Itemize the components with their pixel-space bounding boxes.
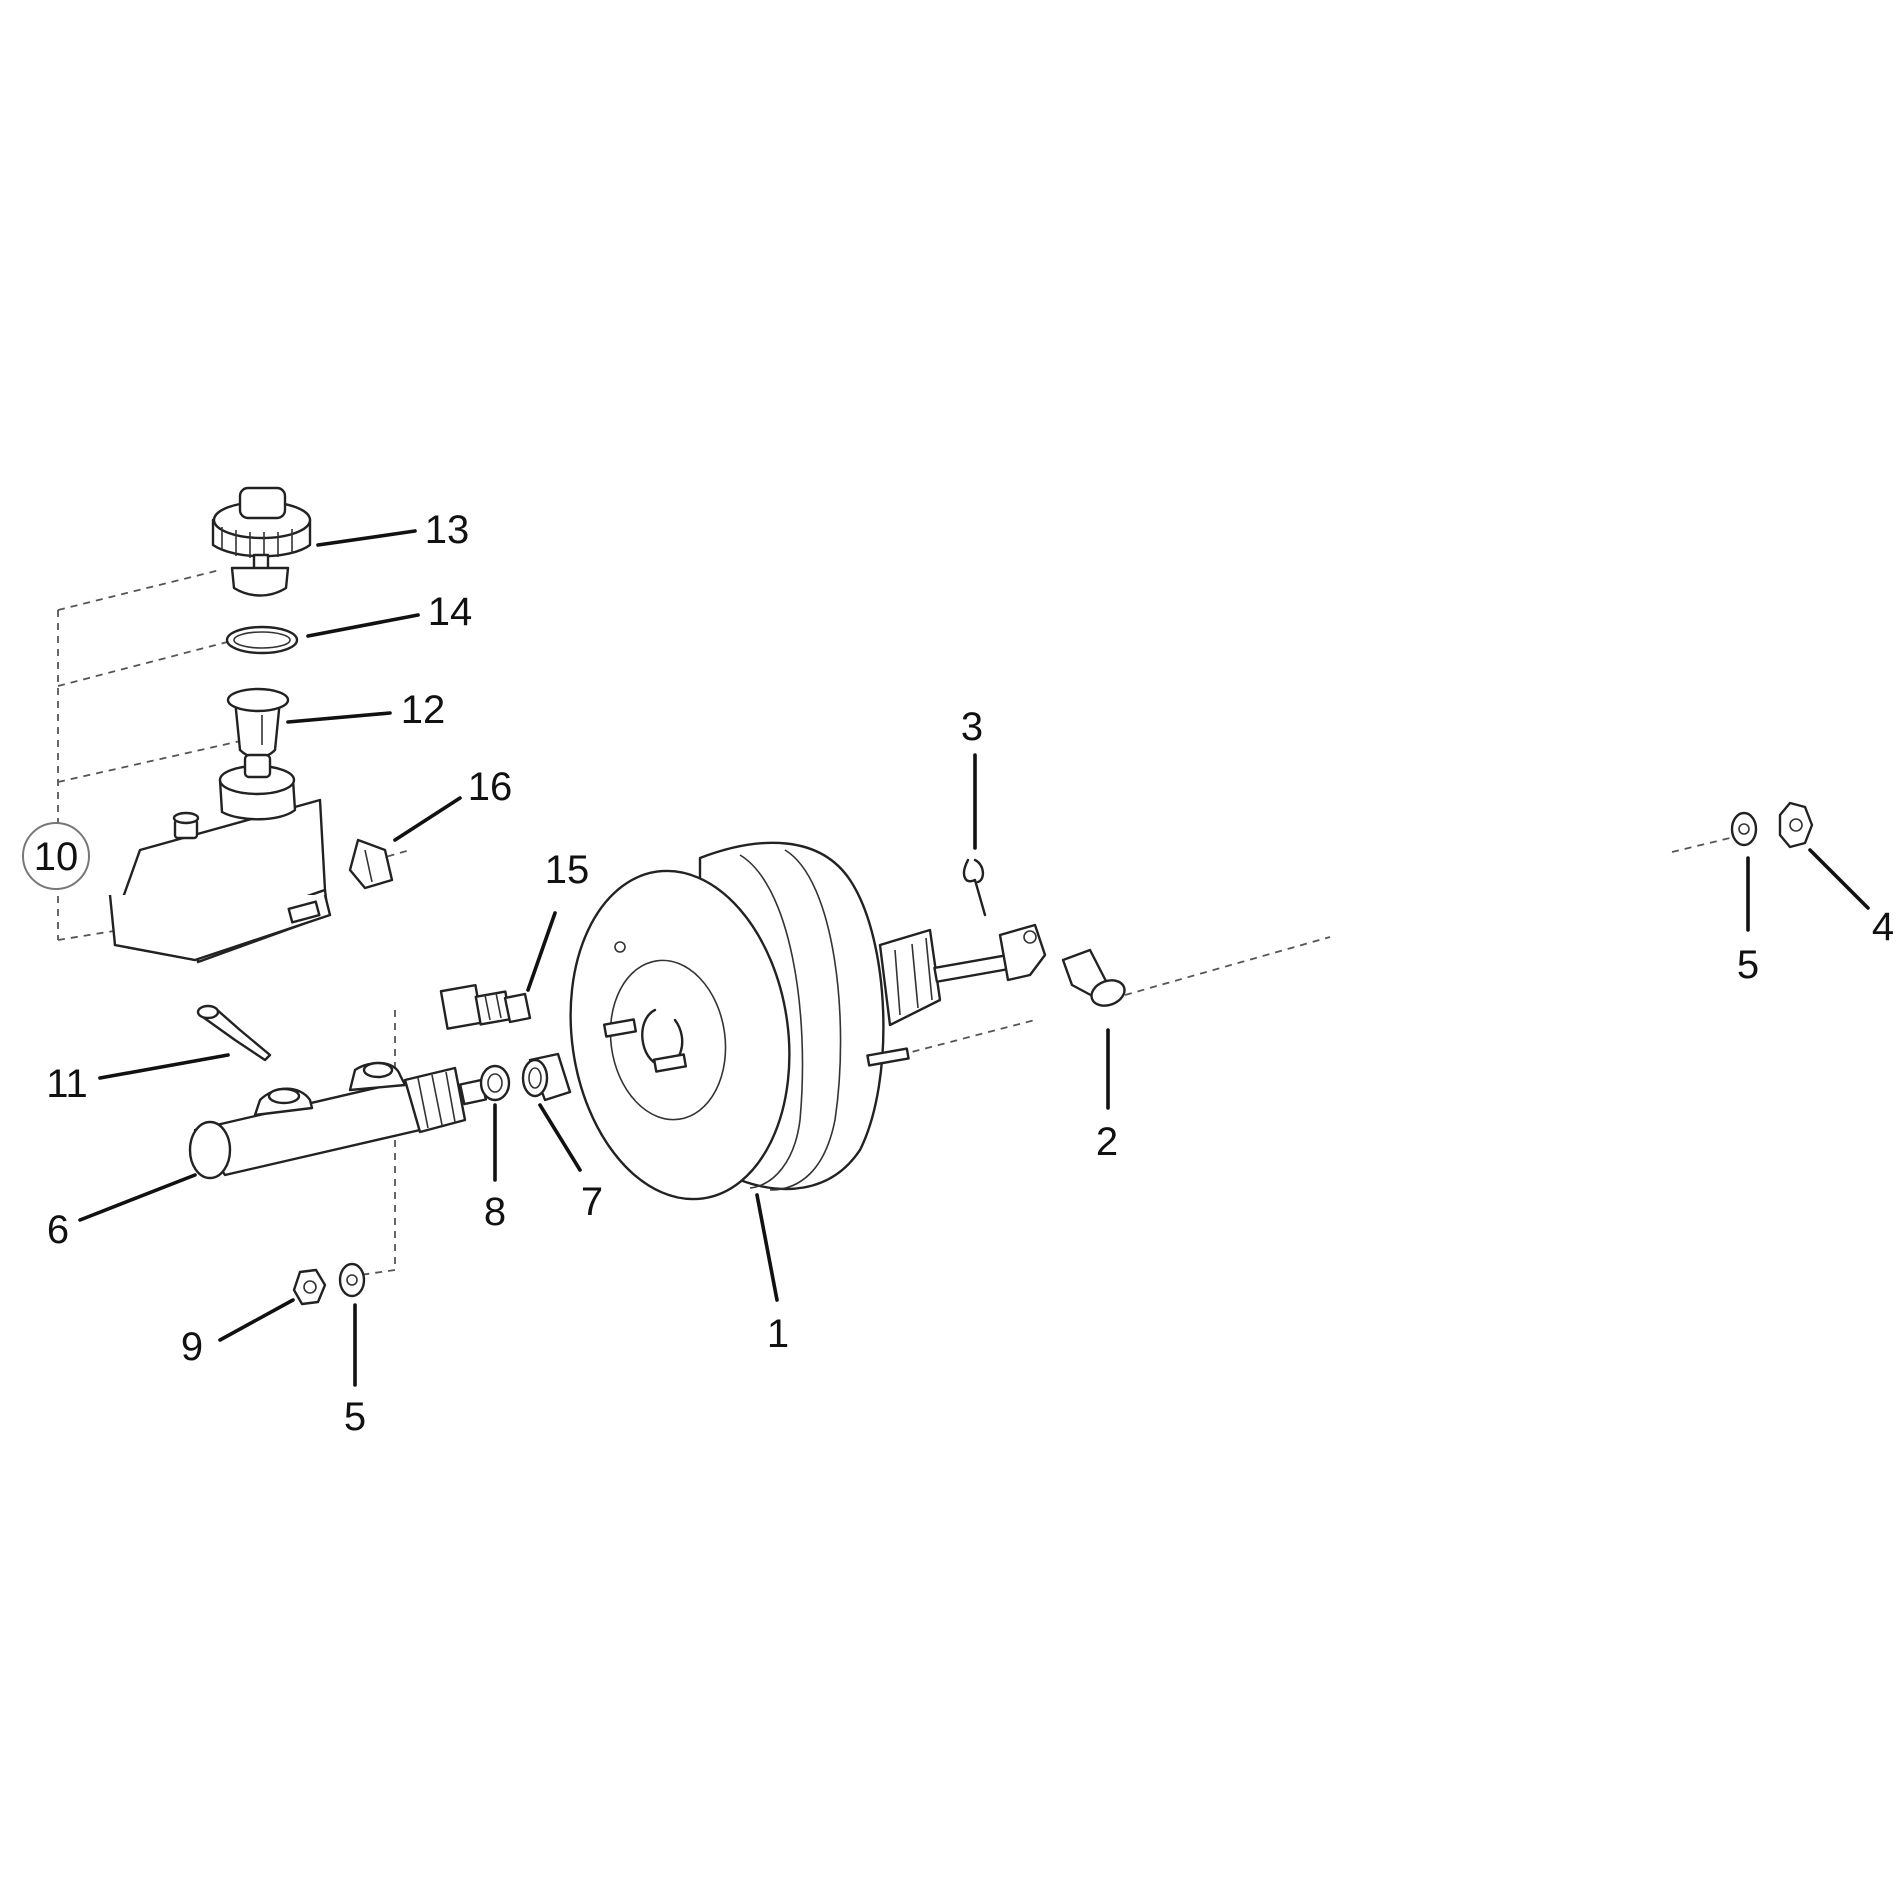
callout-7: 7 [581,1180,603,1224]
callout-12: 12 [401,688,446,732]
callout-labels: 1 2 3 4 5 5 6 7 8 9 10 11 12 13 14 15 16 [34,508,1894,1439]
callout-10: 10 [34,835,79,879]
callout-5-right: 5 [1737,943,1759,987]
sleeve [521,1052,572,1102]
callout-8: 8 [484,1190,506,1234]
callout-1: 1 [767,1312,789,1356]
sensor-switch [439,983,532,1030]
brake-booster [569,841,1047,1201]
callout-9: 9 [181,1325,203,1369]
strainer [226,687,290,759]
nut-and-washer-right [1730,801,1814,849]
callout-14: 14 [428,590,473,634]
nut-and-washer-left [292,1262,366,1306]
leader-lines [78,529,1870,1387]
callout-5-left: 5 [344,1395,366,1439]
reservoir-cap [211,486,312,597]
callout-6: 6 [47,1208,69,1252]
master-cylinder [188,1061,488,1180]
pin [348,838,394,890]
callout-15: 15 [545,848,590,892]
gasket-ring [225,625,299,655]
cotter-pin [962,858,987,917]
seal-ring [479,1064,511,1102]
bleed-screw [196,1004,272,1062]
callout-4: 4 [1872,905,1894,949]
callout-10-circle [22,822,90,890]
callout-13: 13 [425,508,470,552]
reservoir [108,753,332,964]
callout-2: 2 [1096,1120,1118,1164]
callout-11: 11 [46,1062,88,1106]
callout-3: 3 [961,705,983,749]
callout-16: 16 [468,765,513,809]
clevis-pin [1061,948,1126,1007]
